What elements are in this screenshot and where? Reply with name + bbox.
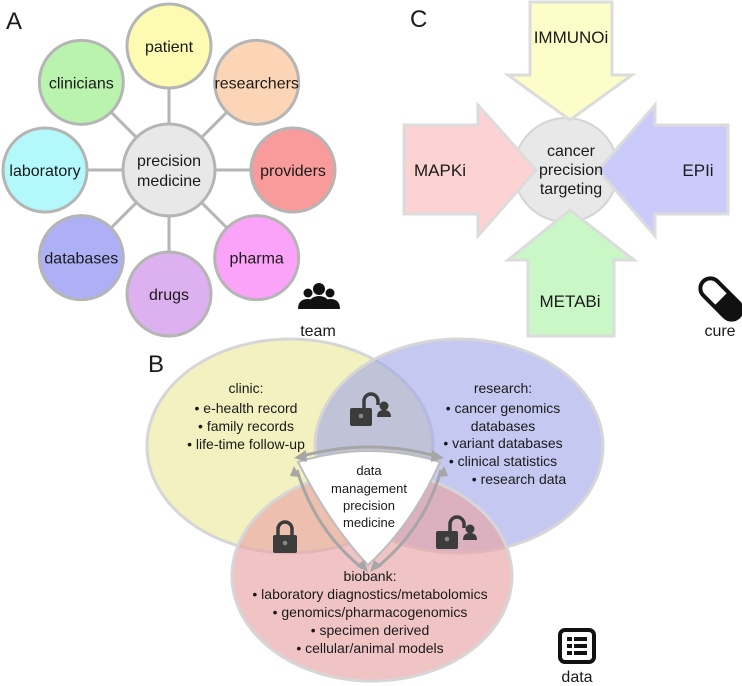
panel-c-letter: C xyxy=(410,6,427,33)
data-flow-arrowheads xyxy=(290,450,448,572)
cure-center-line1: cancer xyxy=(547,143,596,160)
team-node-label: providers xyxy=(260,163,326,180)
arrow-label-metabi: METABi xyxy=(539,292,600,311)
capsule-icon xyxy=(698,276,742,322)
venn-clinic-item: • e-health record xyxy=(195,400,298,416)
unlocked-user-icon-top xyxy=(350,392,391,426)
venn-research-item: • research data xyxy=(472,471,567,487)
arrow-immunoi xyxy=(503,0,637,122)
venn-center-line1: data xyxy=(356,463,382,478)
data-flow-arrows xyxy=(295,445,443,570)
team-node-drugs xyxy=(125,250,213,338)
team-node-researchers xyxy=(213,38,301,126)
venn-center-line2: management xyxy=(331,481,407,496)
arrow-metabi xyxy=(503,208,639,338)
venn-biobank-item: • genomics/pharmacogenomics xyxy=(273,604,468,620)
arrow-mapki xyxy=(402,101,539,240)
team-node-laboratory xyxy=(1,126,89,214)
unlocked-user-icon-right xyxy=(436,515,477,549)
venn-clinic-item: • life-time follow-up xyxy=(187,436,305,452)
panel-a-letter: A xyxy=(6,8,22,35)
team-node-label: pharma xyxy=(230,251,284,268)
arrow-label-immunoi: IMMUNOi xyxy=(534,28,609,47)
team-node-label: clinicians xyxy=(49,75,114,92)
team-node-databases xyxy=(37,214,125,302)
data-caption: data xyxy=(561,669,592,686)
venn-clinic-item: • family records xyxy=(198,418,294,434)
arrow-label-mapki: MAPKi xyxy=(414,161,466,180)
venn-research-item: • cancer genomics xyxy=(446,400,561,416)
arrow-epii xyxy=(596,101,730,241)
venn-center-region xyxy=(296,450,442,567)
venn-research-item: • clinical statistics xyxy=(449,453,557,469)
team-caption: team xyxy=(300,323,336,340)
cure-center-line2: precision xyxy=(539,162,603,179)
team-node-patient xyxy=(125,2,213,90)
venn-center-line4: medicine xyxy=(343,515,395,530)
venn-clinic-title: clinic: xyxy=(228,380,263,396)
team-node-label: patient xyxy=(145,39,194,56)
cure-caption: cure xyxy=(704,323,735,340)
venn-research-title: research: xyxy=(474,380,532,396)
data-venn-diagram: clinic: • e-health record • family recor… xyxy=(145,337,605,683)
cure-center-line3: targeting xyxy=(540,181,602,198)
database-list-icon xyxy=(558,628,596,664)
team-node-label: drugs xyxy=(149,287,189,304)
venn-biobank-title: biobank: xyxy=(344,568,397,584)
venn-research-item: • variant databases xyxy=(443,435,562,451)
arrow-label-epii: EPIi xyxy=(682,161,713,180)
team-node-pharma xyxy=(213,214,301,302)
team-center-label-line1: precision xyxy=(137,153,201,170)
people-icon xyxy=(298,283,340,309)
venn-biobank-item: • laboratory diagnostics/metabolomics xyxy=(252,586,487,602)
team-center-label-line2: medicine xyxy=(137,173,201,190)
team-node-label: researchers xyxy=(214,75,298,92)
team-node-clinicians xyxy=(37,38,125,126)
team-nodes: patient researchers providers pharma drugs da… xyxy=(1,2,337,338)
lock-icon-left xyxy=(273,520,297,553)
team-center-node xyxy=(121,122,217,218)
venn-biobank-item: • specimen derived xyxy=(311,622,430,638)
team-node-label: laboratory xyxy=(9,163,80,180)
venn-biobank-item: • cellular/animal models xyxy=(296,640,443,656)
venn-center-line3: precision xyxy=(343,498,395,513)
team-network: patient researchers providers pharma drugs da… xyxy=(1,2,337,338)
venn-research-item: databases xyxy=(471,418,536,434)
team-node-providers xyxy=(249,126,337,214)
panel-b-letter: B xyxy=(148,351,164,378)
cure-diagram: IMMUNOi MAPKi EPIi METABi cancer precisi… xyxy=(402,0,730,338)
team-node-label: databases xyxy=(44,251,118,268)
